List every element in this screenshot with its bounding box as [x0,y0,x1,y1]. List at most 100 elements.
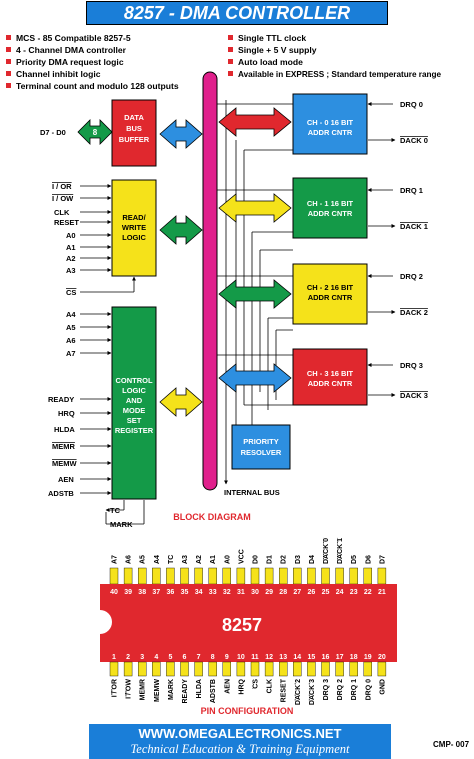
pin-number: 34 [195,589,203,596]
pin-name: MEMR [140,679,147,700]
pin-number: 20 [378,654,386,661]
pin-number: 16 [322,654,330,661]
pin-number: 19 [364,654,372,661]
pin-name: DACK 1 [337,538,344,564]
pin-lead [335,567,344,585]
pin-number: 5 [168,654,172,661]
control-input-label: ADSTB [48,489,74,498]
pin-lead [349,567,358,585]
footer-banner: WWW.OMEGALECTRONICS.NET Technical Educat… [89,724,391,759]
pin-name: I / OR [112,679,119,697]
pin-lead [180,567,189,585]
pin-number: 6 [183,654,187,661]
pin-lead [363,661,372,677]
drq-label: DRQ 0 [400,100,423,109]
pin-number: 24 [336,589,344,596]
pin-name: CS [253,679,260,689]
pin-number: 38 [138,589,146,596]
channel-2-box [292,263,368,325]
drq-label: DRQ 2 [400,272,423,281]
pin-name: A4 [154,555,161,564]
pin-number: 22 [364,589,372,596]
bullet-icon [6,47,11,52]
pin-name: A1 [210,555,217,564]
pin-name: TC [168,555,175,564]
rw-bus-arrow [159,215,203,245]
pin-name: D5 [351,555,358,564]
rw-input-label: A0 [66,231,76,240]
drq-label: DRQ 3 [400,361,423,370]
pin-name: D2 [281,555,288,564]
pin-lead [222,567,232,585]
pin-lead [363,567,372,585]
pin-number: 4 [154,654,158,661]
pin-number: 40 [110,589,118,596]
pin-name: GND [379,679,386,695]
pin-number: 31 [237,589,245,596]
feature-text: Terminal count and modulo 128 outputs [16,81,179,91]
feature-item: Channel inhibit logic [6,69,101,79]
bullet-icon [6,83,11,88]
pin-name: DRQ 0 [365,679,372,701]
bullet-icon [6,35,11,40]
drq-label: DRQ 1 [400,186,423,195]
channel-1-label: CH - 1 16 BIT [307,199,354,208]
rw-logic-label: LOGIC [122,233,146,242]
pin-name: AEN [224,679,231,694]
feature-item: Available in EXPRESS ; Standard temperat… [228,69,441,79]
pin-name: HLDA [196,679,203,698]
control-input-label: A7 [66,349,76,358]
pin-number: 8 [211,654,215,661]
pin-number: 7 [197,654,201,661]
pin-lead [222,661,232,677]
rw-logic-label: READ/ [122,213,146,222]
pin-name: DRQ 2 [337,679,344,701]
pin-number: 32 [223,589,231,596]
pin-name: A6 [126,555,133,564]
internal-bus-label: INTERNAL BUS [224,488,280,497]
ch0-bus-arrow [218,107,292,137]
pin-name: DACK 0 [323,538,330,564]
control-input-label: A4 [66,310,76,319]
bullet-icon [6,59,11,64]
feature-item: Terminal count and modulo 128 outputs [6,81,179,91]
pin-lead [250,567,260,585]
pin-number: 2 [126,654,130,661]
pin-name: D7 [379,555,386,564]
pin-lead [377,661,387,677]
control-input-lines [80,312,145,525]
pin-number: 15 [308,654,316,661]
pin-number: 9 [225,654,229,661]
pin-lead [166,661,175,677]
pin-number: 3 [140,654,144,661]
rw-input-label: RESET [54,218,79,227]
pin-number: 23 [350,589,358,596]
priority-resolver-label: RESOLVER [241,448,282,457]
control-input-label: A6 [66,336,76,345]
feature-text: Available in EXPRESS ; Standard temperat… [238,70,442,79]
channel-2-label: CH - 2 16 BIT [307,283,354,292]
pin-lead [321,567,330,585]
pin-number: 37 [152,589,160,596]
footer-url[interactable]: WWW.OMEGALECTRONICS.NET [138,726,342,741]
pin-lead [264,661,274,677]
pin-name: RESET [281,678,288,702]
pin-lead [279,567,288,585]
data-bus-buffer-label: DATA [124,113,144,122]
pin-name: VCC [238,549,245,564]
pin-number: 27 [293,589,301,596]
pin-configuration-caption: PIN CONFIGURATION [201,706,294,716]
pin-name: MEMW [154,679,161,702]
channel-0-label: ADDR CNTR [308,128,353,137]
pin-name: MARK [168,679,175,700]
read-write-logic [111,179,157,277]
rw-input-lines [80,184,136,293]
dack-label: DACK 0 [400,136,428,145]
rw-input-label: I / OW [52,194,74,203]
bullet-icon [228,47,233,52]
data-bus-buffer-label: BUFFER [119,135,150,144]
pin-number: 33 [209,589,217,596]
pin-lead [166,567,175,585]
block-diagram: DATA BUS BUFFER 8 D7 - D0 READ/ WRITE LO… [40,71,428,529]
feature-item: Priority DMA request logic [6,57,124,67]
